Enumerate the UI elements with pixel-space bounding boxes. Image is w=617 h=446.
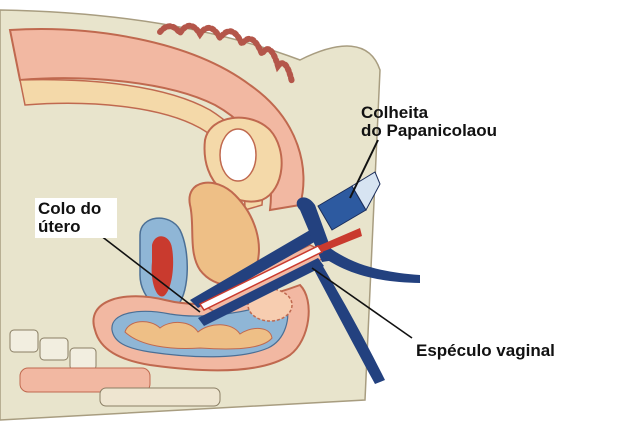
label-colo-line1: Colo do — [38, 199, 101, 218]
label-especulo: Espéculo vaginal — [416, 341, 555, 360]
bladder-highlight — [220, 129, 256, 181]
label-colo-line2: útero — [38, 217, 81, 236]
label-colheita-line2: do Papanicolaou — [361, 121, 497, 140]
label-colheita-line1: Colheita — [361, 103, 429, 122]
